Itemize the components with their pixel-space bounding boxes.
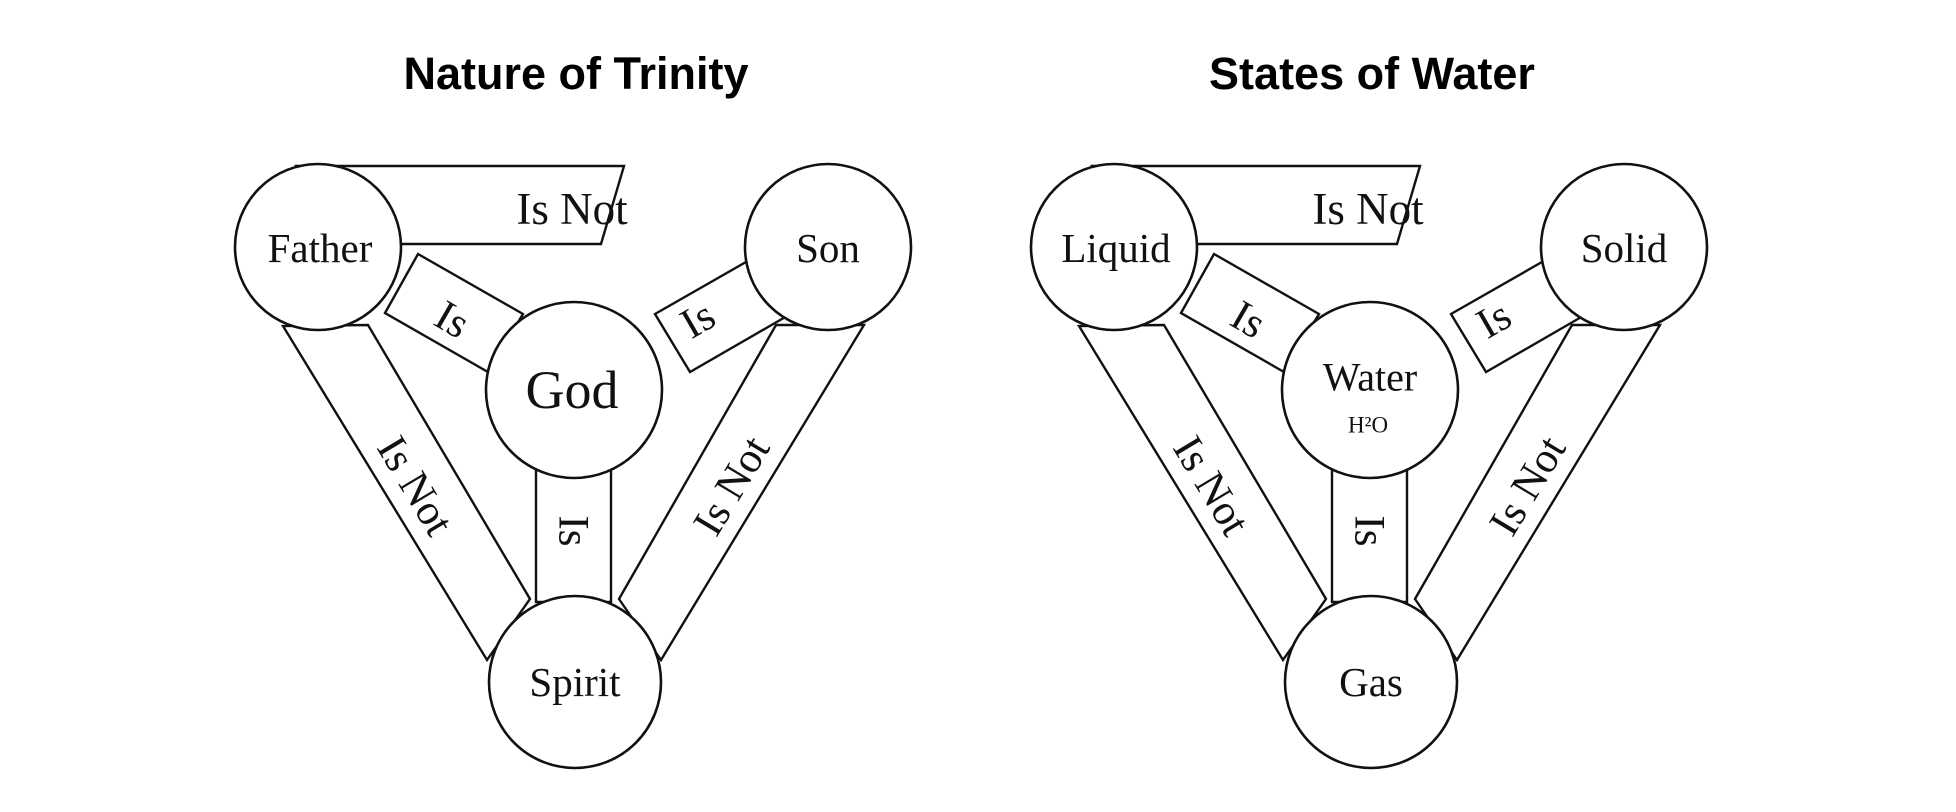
label-god: God [526, 360, 619, 420]
node-water [1280, 300, 1460, 480]
label-water: Water [1323, 355, 1418, 400]
label-solid: Solid [1581, 225, 1668, 271]
label-spirit: Spirit [529, 659, 621, 705]
node-liquid [1029, 162, 1199, 332]
label-top-relation: Is Not [1312, 184, 1424, 234]
label-h2o: H²O [1348, 413, 1388, 438]
label-is-gas: Is [1346, 515, 1393, 546]
label-gas: Gas [1339, 659, 1403, 705]
node-god [484, 300, 664, 480]
diagram-title-water: States of Water [1209, 48, 1535, 99]
label-liquid: Liquid [1061, 225, 1170, 271]
node-gas [1283, 594, 1459, 770]
diagram-title-trinity: Nature of Trinity [403, 48, 749, 99]
trinity-diagram: Father Son Spirit God Is Not Is Not Is N… [233, 162, 913, 770]
node-solid [1539, 162, 1709, 332]
trinity-nodes [233, 162, 913, 770]
node-father [233, 162, 403, 332]
water-nodes [1029, 162, 1709, 770]
water-diagram: Liquid Solid Gas Water H²O Is Not Is Not… [1029, 162, 1709, 770]
label-is-father: Is [427, 292, 477, 348]
label-is-spirit: Is [550, 515, 597, 546]
node-son [743, 162, 913, 332]
label-top-relation: Is Not [516, 184, 628, 234]
node-spirit [487, 594, 663, 770]
label-father: Father [268, 225, 373, 271]
label-son: Son [796, 225, 860, 271]
label-is-liquid: Is [1223, 292, 1273, 348]
